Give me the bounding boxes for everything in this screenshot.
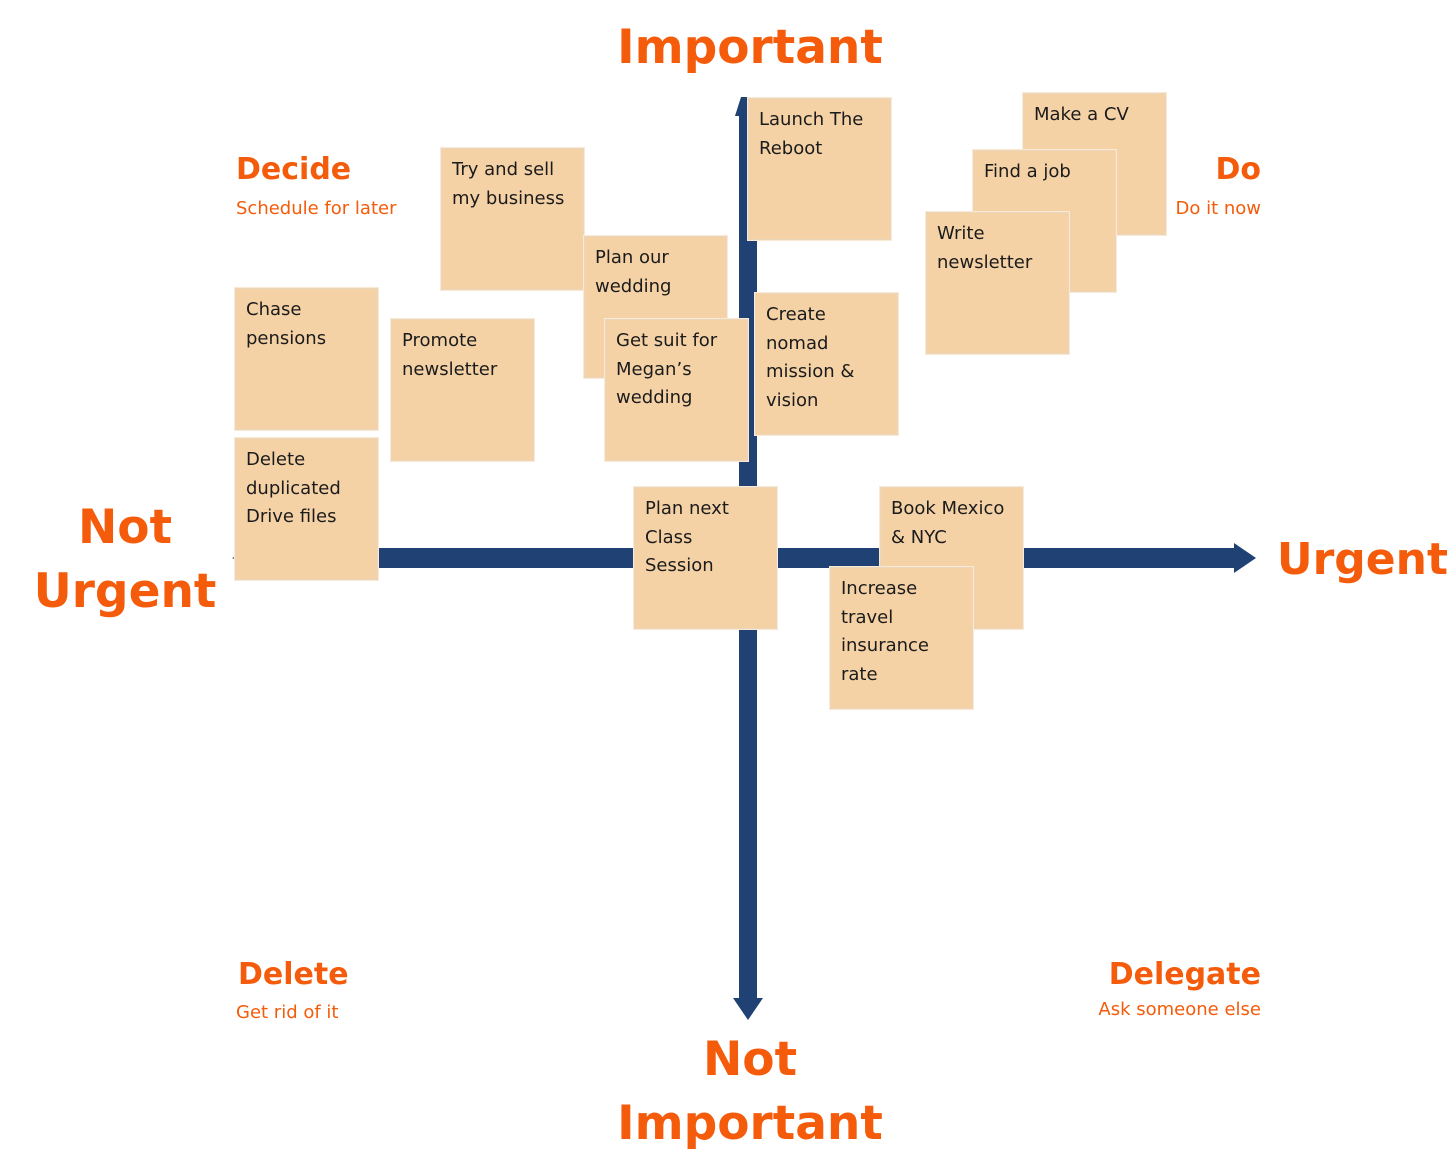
sticky-note-write-newsletter[interactable]: Write newsletter: [926, 212, 1069, 354]
quadrant-do-title: Do: [1215, 152, 1261, 187]
sticky-note-delete-duplicated[interactable]: Delete duplicated Drive files: [235, 438, 378, 580]
note-text-line: newsletter: [937, 251, 1033, 273]
sticky-note-increase-travel[interactable]: Increase travel insurance rate: [830, 567, 973, 709]
note-text-line: Plan next: [645, 498, 729, 519]
axis-label-not-important: Not Important: [600, 1028, 900, 1156]
note-text-line: newsletter: [402, 358, 498, 380]
note-text-line: & NYC: [891, 526, 947, 548]
sticky-note-try-and-sell[interactable]: Try and sell my business: [441, 148, 584, 290]
note-text-line: Promote: [402, 330, 478, 351]
axis-label-urgent: Urgent: [1276, 534, 1448, 585]
quadrant-delete-subtitle: Get rid of it: [236, 1002, 339, 1023]
axis-label-not-important-line-2: Important: [617, 1096, 883, 1151]
note-text-line: Get suit for: [616, 330, 718, 351]
note-text-line: insurance: [841, 635, 930, 656]
note-text-line: wedding: [616, 387, 693, 408]
quadrant-delegate-subtitle: Ask someone else: [1098, 999, 1261, 1020]
note-text-line: mission &: [766, 361, 855, 382]
axis-arrowhead-bottom: [733, 998, 763, 1020]
axis-arrowhead-right: [1234, 543, 1256, 573]
note-text-line: travel: [841, 606, 894, 628]
note-text-line: rate: [841, 663, 878, 685]
sticky-note-plan-next-class[interactable]: Plan next Class Session: [634, 487, 777, 629]
axis-label-not-urgent: Not Urgent: [20, 496, 230, 624]
note-text-line: Create: [766, 304, 826, 325]
note-text-line: Launch The: [759, 109, 864, 130]
quadrant-decide-subtitle: Schedule for later: [236, 198, 397, 219]
note-text-line: Find a job: [984, 161, 1071, 182]
note-text-line: Increase: [841, 578, 918, 599]
note-text-line: my business: [452, 187, 565, 209]
note-text-line: Megan’s: [616, 358, 692, 380]
note-text-line: Session: [645, 555, 714, 576]
sticky-note-get-suit[interactable]: Get suit for Megan’s wedding: [605, 319, 748, 461]
quadrant-do-subtitle: Do it now: [1175, 198, 1261, 219]
axis-label-not-important-line-1: Not: [702, 1032, 798, 1087]
note-text-line: Make a CV: [1034, 104, 1129, 125]
note-text-line: Chase: [246, 299, 302, 320]
note-text-line: Write: [937, 223, 985, 244]
note-text-line: Drive files: [246, 506, 337, 527]
quadrant-delegate-title: Delegate: [1108, 957, 1261, 992]
note-text-line: wedding: [595, 275, 672, 297]
note-text-line: nomad: [766, 332, 829, 354]
quadrant-decide-title: Decide: [236, 152, 352, 187]
note-text-line: duplicated: [246, 477, 341, 499]
note-text-line: Plan our: [595, 247, 669, 268]
axis-label-not-urgent-line-1: Not: [77, 500, 173, 555]
note-text-line: Try and sell: [452, 159, 555, 180]
note-text-line: Reboot: [759, 137, 823, 159]
sticky-note-chase-pensions[interactable]: Chase pensions: [235, 288, 378, 430]
sticky-note-launch-the-reboot[interactable]: Launch The Reboot: [748, 98, 891, 240]
axis-label-not-urgent-line-2: Urgent: [33, 564, 217, 619]
quadrant-delete-title: Delete: [238, 957, 349, 992]
note-text-line: Class: [645, 526, 693, 548]
note-text-line: Book Mexico: [891, 498, 1005, 519]
axis-label-important: Important: [617, 20, 883, 75]
note-text-line: pensions: [246, 327, 327, 349]
note-text-line: Delete: [246, 449, 306, 470]
note-text-line: vision: [766, 389, 819, 411]
sticky-note-promote-newsletter[interactable]: Promote newsletter: [391, 319, 534, 461]
sticky-note-create-nomad[interactable]: Create nomad mission & vision: [755, 293, 898, 435]
